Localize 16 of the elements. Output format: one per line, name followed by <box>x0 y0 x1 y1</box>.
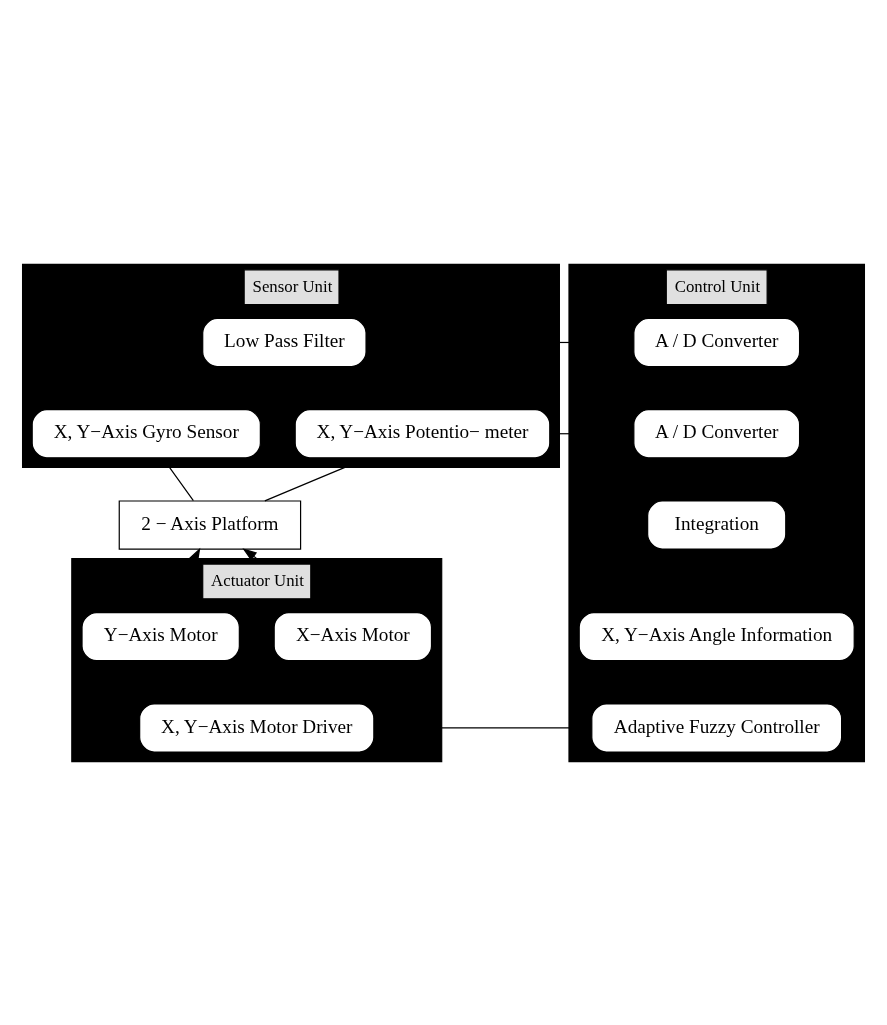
connector <box>168 466 194 501</box>
node-box: 2 − Axis Platform <box>118 499 302 550</box>
node-box: Low Pass Filter <box>202 317 367 367</box>
node-box: A / D Converter <box>633 317 801 367</box>
connector <box>441 726 570 729</box>
node-box: Integration <box>647 499 787 550</box>
node-box: X, Y−Axis Gyro Sensor <box>31 408 261 458</box>
node-box: A / D Converter <box>633 408 801 458</box>
node-box: X, Y−Axis Motor Driver <box>139 702 375 753</box>
node-box: X, Y−Axis Potentio− meter <box>294 408 551 458</box>
node-box: X, Y−Axis Angle Information <box>578 611 855 661</box>
connector <box>264 466 346 501</box>
node-box: Adaptive Fuzzy Controller <box>591 702 843 753</box>
node-box: Y−Axis Motor <box>81 611 240 661</box>
arrow <box>242 547 258 561</box>
node-box: X−Axis Motor <box>273 611 433 661</box>
